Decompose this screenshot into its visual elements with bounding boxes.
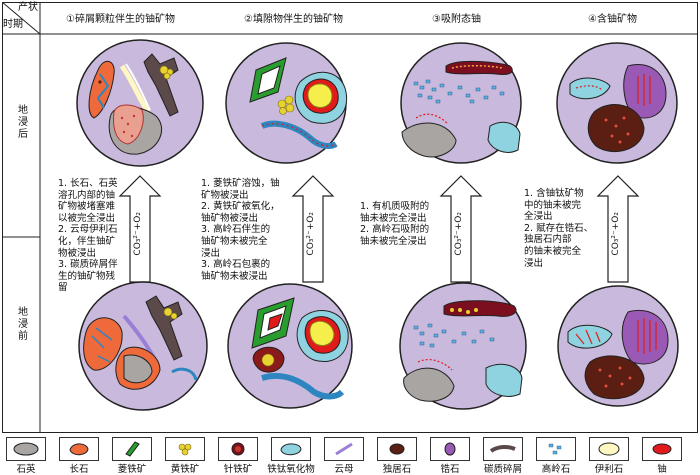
- circle-col3-after: [400, 42, 522, 164]
- corner-bottom-label: 时期: [3, 19, 23, 30]
- row-label-before: 地浸前: [15, 306, 27, 342]
- legend-item-mica: 云母: [320, 437, 368, 475]
- legend-item-quartz: 石英: [2, 437, 50, 475]
- note-col3: 1. 有机质吸附的 铀未被完全浸出 2. 高岭石吸附的 铀未被完全浸出: [360, 201, 429, 247]
- legend-item-kaolinite: 高岭石: [532, 437, 580, 475]
- row-label-after: 地浸后: [15, 104, 27, 140]
- note-line: 1. 长石、石英: [58, 178, 118, 189]
- note-line: 矿物被堵塞难: [58, 201, 116, 213]
- column-header-3: ③吸附态铀: [432, 14, 481, 25]
- legend-item-monazite: 独居石: [373, 437, 421, 475]
- column-header-4: ④含铀矿物: [588, 14, 637, 25]
- note-line: 2. 云母伊利石: [58, 224, 118, 236]
- note-line: 3. 碳质碎屑伴: [58, 259, 118, 271]
- note-line: 3. 高岭石包裹的: [201, 259, 271, 271]
- column-header-2: ②填隙物伴生的铀矿物: [244, 14, 343, 25]
- note-line: 留: [58, 282, 68, 294]
- arrow-col4: [596, 175, 640, 283]
- note-line: 3. 高岭石伴生的: [201, 224, 271, 236]
- arrow-label-col2: CO₃²⁻+O₂: [306, 212, 316, 256]
- note-line: 1. 菱铁矿溶蚀，铀: [201, 178, 280, 189]
- illustration-layer: [76, 39, 679, 411]
- column-header-1: ①碎屑颗粒伴生的铀矿物: [66, 14, 175, 25]
- diagram-frame: [2, 2, 698, 433]
- note-line: 矿物被浸出: [201, 189, 249, 201]
- corner-top-label: 产状: [18, 2, 38, 13]
- legend-item-goethite: 针铁矿: [214, 437, 262, 475]
- legend-item-siderite: 菱铁矿: [108, 437, 156, 475]
- legend-item-illite: 伊利石: [585, 437, 633, 475]
- note-line: 中的铀未被完: [524, 199, 582, 211]
- note-line: 1. 含铀钛矿物: [524, 188, 584, 199]
- note-line: 2. 黄铁矿被氧化，: [201, 201, 280, 213]
- circle-col4-before: [557, 285, 679, 407]
- legend-item-pyrite: 黄铁矿: [161, 437, 209, 475]
- note-line: 2. 高岭石吸附的: [360, 224, 430, 236]
- arrow-label-col1: CO₃²⁻+O₂: [133, 212, 143, 256]
- note-line: 浸出: [201, 247, 221, 259]
- circle-col1-after: [76, 39, 204, 167]
- legend-item-feldspar: 长石: [55, 437, 103, 475]
- note-line: 溶孔内部的铀: [58, 189, 116, 201]
- circle-col4-after: [556, 42, 678, 164]
- arrow-label-col4: CO₃²⁻+O₂: [611, 212, 621, 256]
- note-line: 浸出: [524, 257, 544, 269]
- legend-item-carbon: 碳质碎屑: [479, 437, 527, 475]
- circle-col3-before: [399, 282, 527, 410]
- note-line: 铀未被完全浸出: [360, 235, 427, 247]
- arrow-label-col3: CO₃²⁻+O₂: [454, 212, 464, 256]
- circle-col2-before: [227, 283, 353, 409]
- note-col1: 1. 长石、石英 溶孔内部的铀 矿物被堵塞难 以被完全浸出 2. 云母伊利石 化…: [58, 178, 118, 294]
- circle-col1-before: [78, 281, 208, 411]
- arrow-col2: [291, 175, 335, 283]
- note-line: 物被浸出: [58, 247, 97, 259]
- note-line: 铀矿物未被浸出: [201, 270, 268, 282]
- legend: 石英 长石 菱铁矿 黄铁矿 针铁矿 铁钛氧化物 云母 独居石 锆石 碳质碎屑 高…: [0, 437, 700, 475]
- note-line: 以被完全浸出: [58, 212, 116, 224]
- note-line: 2. 赋存在锆石、: [524, 222, 594, 234]
- note-col4: 1. 含铀钛矿物 中的铀未被完 全浸出 2. 赋存在锆石、 独居石内部 的铀未被…: [524, 188, 593, 269]
- note-line: 全浸出: [524, 211, 553, 223]
- legend-item-zircon: 锆石: [426, 437, 474, 475]
- legend-item-fe-ti-oxide: 铁钛氧化物: [267, 437, 315, 475]
- note-line: 1. 有机质吸附的: [360, 201, 430, 212]
- note-line: 独居石内部: [524, 234, 572, 246]
- arrow-col3: [439, 175, 483, 283]
- note-line: 化，伴生铀矿: [58, 235, 116, 247]
- note-line: 铀矿物未被完全: [201, 235, 268, 247]
- note-line: 生的铀矿物残: [58, 270, 116, 282]
- legend-item-uranium: 铀: [638, 437, 686, 475]
- circle-col2-after: [225, 42, 348, 164]
- note-col2: 1. 菱铁矿溶蚀，铀 矿物被浸出 2. 黄铁矿被氧化， 铀矿物被浸出 3. 高岭…: [201, 178, 280, 282]
- note-line: 的铀未被完全: [524, 245, 582, 257]
- note-line: 铀未被完全浸出: [360, 212, 427, 224]
- note-line: 铀矿物被浸出: [201, 212, 259, 224]
